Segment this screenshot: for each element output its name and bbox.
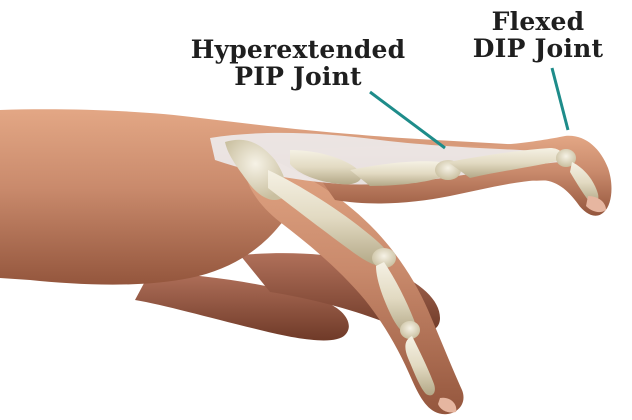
dip-label-line2: DIP Joint xyxy=(468,35,608,62)
dip-label-line1: Flexed xyxy=(468,8,608,35)
pip-label-line1: Hyperextended xyxy=(182,36,414,63)
pip-label-line2: PIP Joint xyxy=(182,63,414,90)
dip-leader-line xyxy=(552,68,568,130)
pip-joint-label: Hyperextended PIP Joint xyxy=(182,36,414,90)
dip-joint-label: Flexed DIP Joint xyxy=(468,8,608,62)
